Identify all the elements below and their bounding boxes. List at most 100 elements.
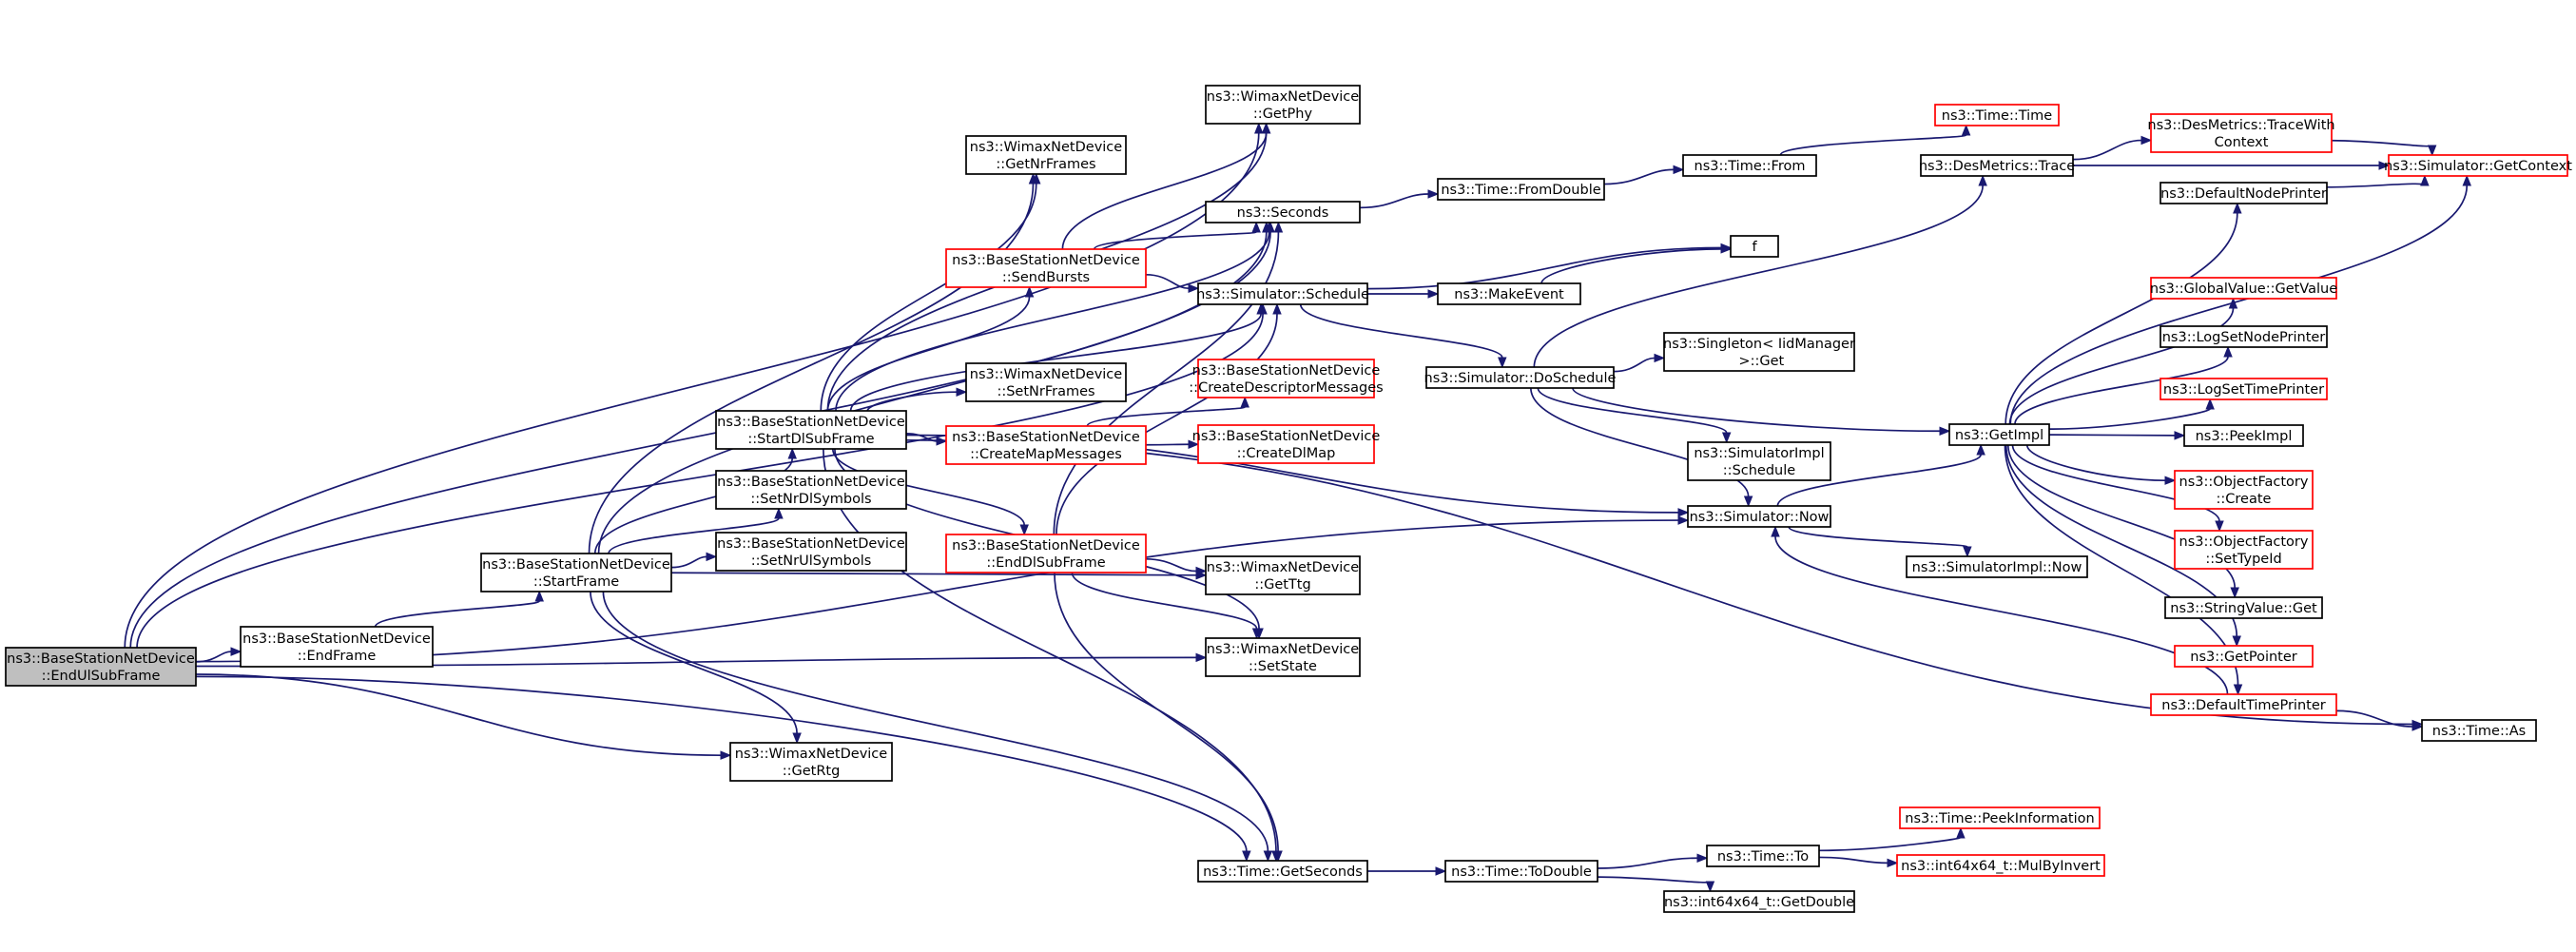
node-getimpl[interactable]: ns3::GetImpl <box>1948 423 2050 446</box>
node-label: >::Get <box>1734 354 1785 369</box>
node-mulbyinvert[interactable]: ns3::int64x64_t::MulByInvert <box>1896 854 2105 877</box>
node-sendbursts[interactable]: ns3::BaseStationNetDevice::SendBursts <box>945 248 1147 288</box>
node-timefrom[interactable]: ns3::Time::From <box>1682 154 1817 177</box>
node-getcontext[interactable]: ns3::Simulator::GetContext <box>2384 154 2572 177</box>
node-label: ns3::BaseStationNetDevice <box>717 536 905 552</box>
node-makeevent[interactable]: ns3::MakeEvent <box>1437 282 1581 305</box>
node-getdouble[interactable]: ns3::int64x64_t::GetDouble <box>1663 890 1855 913</box>
arrowhead <box>1743 495 1753 508</box>
arrowhead <box>1677 515 1690 525</box>
node-schedule[interactable]: ns3::Simulator::Schedule <box>1196 282 1369 305</box>
arrowhead <box>1677 508 1690 517</box>
node-box <box>965 135 1127 175</box>
node-getnrframes[interactable]: ns3::WimaxNetDevice::GetNrFrames <box>965 135 1127 175</box>
node-label: ns3::Time::ToDouble <box>1451 865 1592 880</box>
edge-line <box>1597 857 1698 869</box>
node-box <box>2174 645 2314 668</box>
node-box <box>1197 860 1368 883</box>
node-label: ns3::Seconds <box>1237 205 1329 221</box>
arrowhead <box>2164 476 2177 485</box>
node-getpointer[interactable]: ns3::GetPointer <box>2174 645 2314 668</box>
edge-timeto-to-mulbyinvert <box>1818 856 1899 868</box>
node-getttg[interactable]: ns3::WimaxNetDevice::GetTtg <box>1205 555 1361 595</box>
arrowhead <box>1024 285 1035 298</box>
node-f[interactable]: f <box>1730 235 1779 258</box>
node-lognodeprinter[interactable]: ns3::LogSetNodePrinter <box>2160 325 2328 348</box>
node-deftimeprinter[interactable]: ns3::DefaultTimePrinter <box>2150 693 2337 716</box>
edge-line <box>602 591 1269 852</box>
node-startframe[interactable]: ns3::BaseStationNetDevice::StartFrame <box>480 553 672 593</box>
node-createdlmap[interactable]: ns3::BaseStationNetDevice::CreateDlMap <box>1192 424 1381 464</box>
node-timetime[interactable]: ns3::Time::Time <box>1934 104 2060 126</box>
edge-endframe-to-startframe <box>374 590 544 628</box>
node-label: ns3::WimaxNetDevice <box>1207 89 1359 105</box>
node-todouble[interactable]: ns3::Time::ToDouble <box>1444 860 1598 883</box>
node-setstate[interactable]: ns3::WimaxNetDevice::SetState <box>1205 637 1361 677</box>
edge-todouble-to-getdouble <box>1597 876 1715 893</box>
node-box <box>2150 277 2337 300</box>
node-globalvalue[interactable]: ns3::GlobalValue::GetValue <box>2150 277 2337 300</box>
node-getphy[interactable]: ns3::WimaxNetDevice::GetPhy <box>1205 85 1361 125</box>
node-box <box>729 742 893 782</box>
node-simimplnow[interactable]: ns3::SimulatorImpl::Now <box>1906 555 2088 578</box>
node-doschedule[interactable]: ns3::Simulator::DoSchedule <box>1424 366 1617 389</box>
node-label: ::StartDlSubFrame <box>747 432 874 447</box>
node-oftypeid[interactable]: ns3::ObjectFactory::SetTypeId <box>2174 530 2314 570</box>
node-stringvalue[interactable]: ns3::StringValue::Get <box>2164 596 2323 619</box>
edge-desmetrics-to-tracewith <box>2072 135 2153 161</box>
node-box <box>1920 154 2074 177</box>
node-timeas[interactable]: ns3::Time::As <box>2421 719 2537 742</box>
node-now[interactable]: ns3::Simulator::Now <box>1687 505 1831 528</box>
node-setnrdl[interactable]: ns3::BaseStationNetDevice::SetNrDlSymbol… <box>715 470 907 510</box>
node-label: ::CreateMapMessages <box>970 447 1122 462</box>
edge-line <box>2025 444 2166 482</box>
node-getseconds[interactable]: ns3::Time::GetSeconds <box>1197 860 1368 883</box>
node-label: ns3::LogSetTimePrinter <box>2163 382 2324 398</box>
edge-desmetrics-to-getcontext <box>2073 161 2391 170</box>
arrowhead <box>787 447 797 459</box>
edge-line <box>588 183 1035 554</box>
node-enddl[interactable]: ns3::BaseStationNetDevice::EndDlSubFrame <box>945 534 1147 573</box>
node-startdl[interactable]: ns3::BaseStationNetDevice::StartDlSubFra… <box>715 410 907 450</box>
node-defnodeprinter[interactable]: ns3::DefaultNodePrinter <box>2160 182 2328 204</box>
node-fromdouble[interactable]: ns3::Time::FromDouble <box>1437 178 1605 201</box>
arrowhead <box>1263 850 1273 863</box>
edge-doschedule-to-simimplsched <box>1537 387 1732 444</box>
edge-line <box>195 519 1679 663</box>
node-setnrframes[interactable]: ns3::WimaxNetDevice::SetNrFrames <box>965 362 1127 402</box>
edge-line <box>374 600 541 628</box>
node-label: ns3::GlobalValue::GetValue <box>2150 282 2337 297</box>
node-peekimpl[interactable]: ns3::PeekImpl <box>2183 424 2304 447</box>
node-label: ns3::Simulator::GetContext <box>2384 159 2572 174</box>
edge-line <box>2014 356 2229 425</box>
node-setnrul[interactable]: ns3::BaseStationNetDevice::SetNrUlSymbol… <box>715 532 907 572</box>
node-logtimeprinter[interactable]: ns3::LogSetTimePrinter <box>2160 378 2328 400</box>
arrowhead <box>2232 635 2241 648</box>
node-label: ns3::BaseStationNetDevice <box>952 253 1140 268</box>
node-box <box>2388 154 2568 177</box>
node-label: ns3::Simulator::DoSchedule <box>1424 371 1617 386</box>
node-singleton[interactable]: ns3::Singleton< IidManager >::Get <box>1663 332 1855 372</box>
arrowhead <box>1272 302 1282 315</box>
node-simimplsched[interactable]: ns3::SimulatorImpl::Schedule <box>1687 441 1831 481</box>
node-peekinfo[interactable]: ns3::Time::PeekInformation <box>1899 806 2101 829</box>
node-createdesc[interactable]: ns3::BaseStationNetDevice::CreateDescrip… <box>1189 359 1384 398</box>
node-label: ns3::BaseStationNetDevice <box>717 475 905 490</box>
node-label: ns3::BaseStationNetDevice <box>952 538 1140 554</box>
node-seconds[interactable]: ns3::Seconds <box>1205 201 1361 223</box>
edge-line <box>820 183 1037 412</box>
node-getrtg[interactable]: ns3::WimaxNetDevice::GetRtg <box>729 742 893 782</box>
node-createmap[interactable]: ns3::BaseStationNetDevice::CreateMapMess… <box>945 425 1147 465</box>
edge-getimpl-to-peekimpl <box>2048 431 2186 440</box>
node-ofcreate[interactable]: ns3::ObjectFactory::Create <box>2174 470 2314 510</box>
edge-line <box>2005 212 2238 425</box>
edge-endul-to-now <box>195 515 1690 663</box>
node-endframe[interactable]: ns3::BaseStationNetDevice::EndFrame <box>240 626 434 668</box>
arrowhead <box>2140 135 2153 146</box>
node-box <box>1948 423 2050 446</box>
node-box <box>1663 890 1855 913</box>
node-desmetrics[interactable]: ns3::DesMetrics::Trace <box>1919 154 2075 177</box>
edge-endul-to-getrtg <box>195 673 732 760</box>
node-timeto[interactable]: ns3::Time::To <box>1706 845 1820 867</box>
